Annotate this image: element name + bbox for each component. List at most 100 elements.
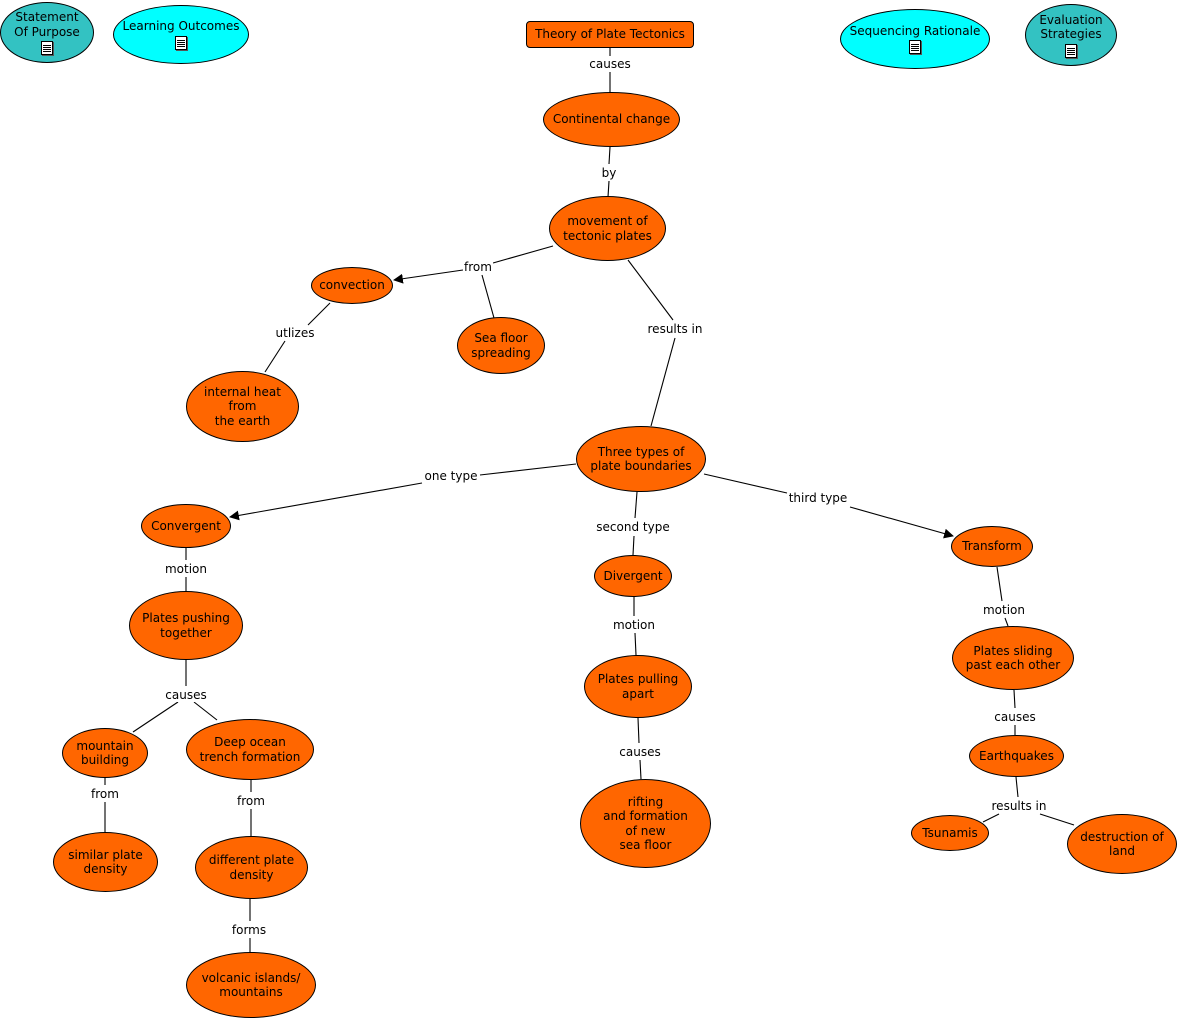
concept-label: destruction of land — [1080, 829, 1164, 859]
link-label-from[interactable]: from — [463, 260, 493, 274]
concept-plates-pushing-together[interactable]: Plates pushing together — [129, 591, 243, 660]
evaluation-strategies-node[interactable]: Evaluation Strategies — [1025, 4, 1117, 66]
concept-label: Earthquakes — [979, 748, 1054, 763]
concept-theory-of-plate-tectonics[interactable]: Theory of Plate Tectonics — [526, 21, 694, 48]
document-icon[interactable] — [175, 35, 187, 50]
connector-line — [393, 269, 464, 284]
link-label-second-type[interactable]: second type — [595, 520, 671, 534]
concept-label: Convergent — [151, 518, 221, 533]
concept-volcanic-islands-mountains[interactable]: volcanic islands/ mountains — [186, 952, 316, 1018]
connector-line — [608, 146, 611, 165]
concept-label: Sea floor spreading — [471, 331, 531, 360]
connector-line — [627, 259, 674, 321]
sequencing-rationale-label: Sequencing Rationale — [849, 23, 981, 38]
link-label-motion[interactable]: motion — [611, 618, 657, 632]
learning-outcomes-label: Learning Outcomes — [122, 19, 240, 34]
concept-different-plate-density[interactable]: different plate density — [195, 836, 308, 899]
concept-rifting-and-formation-of-new-sea-floor[interactable]: rifting and formation of new sea floor — [580, 779, 711, 868]
sequencing-rationale-node[interactable]: Sequencing Rationale — [840, 9, 990, 69]
concept-label: different plate density — [208, 853, 295, 882]
concept-plates-pulling-apart[interactable]: Plates pulling apart — [584, 655, 692, 718]
concept-label: volcanic islands/ mountains — [201, 970, 301, 1000]
evaluation-strategies-label: Evaluation Strategies — [1039, 12, 1103, 42]
link-label-causes[interactable]: causes — [588, 57, 632, 71]
concept-plates-sliding-past-each-other[interactable]: Plates sliding past each other — [952, 626, 1074, 690]
connector-line — [132, 701, 179, 733]
connector-line — [229, 482, 423, 521]
concept-similar-plate-density[interactable]: similar plate density — [53, 832, 158, 892]
connector-line — [849, 506, 954, 539]
concept-three-types-of-plate-boundaries[interactable]: Three types of plate boundaries — [576, 426, 706, 492]
concept-label: similar plate density — [68, 847, 143, 877]
connector-line — [1013, 689, 1016, 709]
document-icon[interactable] — [909, 40, 921, 55]
connector-line — [639, 759, 642, 780]
connector-line — [307, 302, 331, 326]
concept-convergent[interactable]: Convergent — [141, 504, 231, 548]
concept-tsunamis[interactable]: Tsunamis — [911, 815, 989, 851]
connector-line — [193, 701, 218, 721]
concept-earthquakes[interactable]: Earthquakes — [969, 735, 1064, 777]
connector-line — [1004, 617, 1009, 627]
concept-label: mountain building — [76, 738, 134, 768]
concept-convection[interactable]: convection — [311, 267, 393, 304]
statement-of-purpose-label: Statement Of Purpose — [14, 10, 80, 39]
concept-deep-ocean-trench-formation[interactable]: Deep ocean trench formation — [186, 719, 314, 780]
concept-label: Transform — [962, 539, 1022, 554]
connector-line — [634, 491, 638, 519]
concept-label: movement of tectonic plates — [563, 214, 652, 243]
concept-label: Plates sliding past each other — [965, 643, 1061, 673]
concept-sea-floor-spreading[interactable]: Sea floor spreading — [457, 317, 545, 374]
link-label-motion[interactable]: motion — [981, 603, 1027, 617]
connector-line — [479, 463, 577, 476]
link-label-causes[interactable]: causes — [618, 745, 662, 759]
concept-label: Theory of Plate Tectonics — [535, 27, 685, 42]
connector-line — [996, 566, 1003, 602]
statement-of-purpose-node[interactable]: Statement Of Purpose — [0, 2, 94, 63]
document-icon[interactable] — [1065, 43, 1077, 58]
connector-line — [982, 813, 1000, 823]
concept-label: rifting and formation of new sea floor — [603, 794, 688, 853]
concept-label: internal heat from the earth — [204, 384, 281, 428]
link-label-results-in[interactable]: results in — [990, 799, 1048, 813]
link-label-from[interactable]: from — [236, 794, 266, 808]
link-label-causes[interactable]: causes — [164, 688, 208, 702]
document-icon[interactable] — [41, 41, 53, 55]
concept-label: Tsunamis — [922, 825, 978, 840]
concept-label: convection — [319, 278, 385, 293]
concept-movement-of-tectonic-plates[interactable]: movement of tectonic plates — [549, 196, 666, 261]
link-label-one-type[interactable]: one type — [423, 469, 479, 483]
connector-line — [637, 717, 640, 744]
connector-line — [1039, 813, 1075, 826]
link-label-by[interactable]: by — [600, 166, 618, 180]
concept-continental-change[interactable]: Continental change — [543, 92, 680, 147]
connector-line — [481, 274, 495, 319]
link-label-forms[interactable]: forms — [230, 923, 268, 937]
link-label-causes[interactable]: causes — [993, 710, 1037, 724]
link-label-third-type[interactable]: third type — [787, 491, 849, 505]
concept-label: Divergent — [603, 568, 663, 583]
connector-line — [492, 245, 554, 264]
concept-label: Three types of plate boundaries — [590, 444, 692, 474]
connector-line — [632, 535, 635, 556]
concept-transform[interactable]: Transform — [951, 526, 1033, 567]
link-label-results-in[interactable]: results in — [646, 322, 704, 336]
link-label-motion[interactable]: motion — [163, 562, 209, 576]
concept-internal-heat[interactable]: internal heat from the earth — [186, 371, 299, 442]
link-label-from[interactable]: from — [90, 787, 120, 801]
connector-line — [650, 337, 676, 427]
concept-destruction-of-land[interactable]: destruction of land — [1067, 814, 1177, 874]
connector-line — [703, 473, 788, 494]
link-label-utlizes[interactable]: utlizes — [274, 326, 316, 340]
concept-label: Continental change — [552, 112, 671, 127]
learning-outcomes-node[interactable]: Learning Outcomes — [113, 5, 249, 64]
connector-line — [634, 632, 637, 656]
connector-line — [1015, 776, 1019, 798]
concept-divergent[interactable]: Divergent — [594, 555, 672, 597]
concept-label: Deep ocean trench formation — [199, 735, 301, 764]
concept-mountain-building[interactable]: mountain building — [62, 728, 148, 778]
connector-line — [264, 340, 286, 373]
connector-line — [607, 180, 610, 198]
